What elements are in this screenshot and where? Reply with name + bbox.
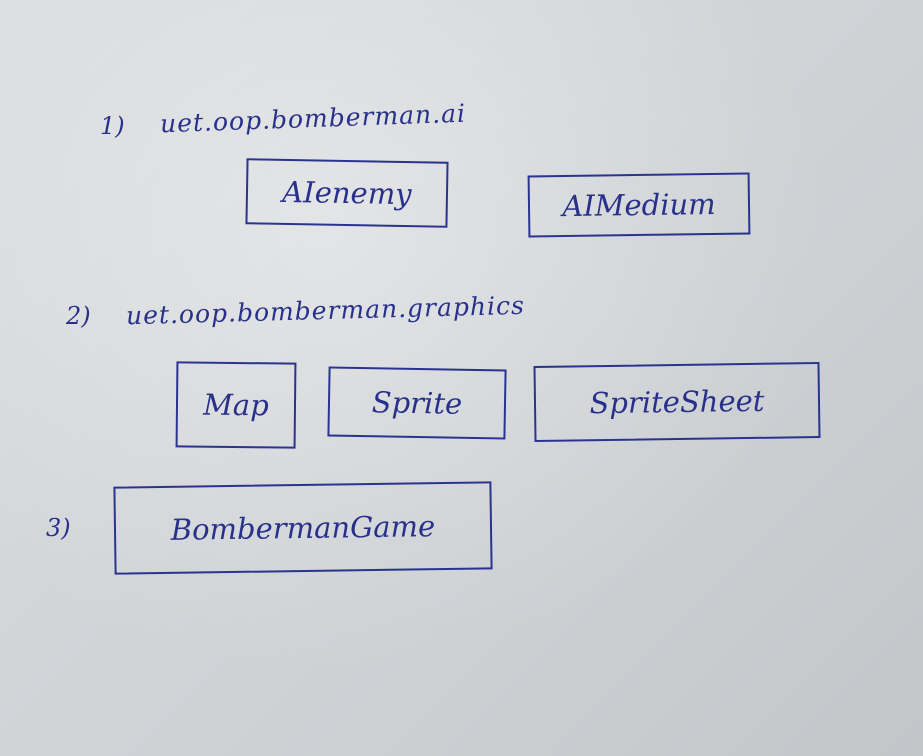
- class-box-bombermangame: BombermanGame: [113, 481, 493, 575]
- class-box-aienemy: AIenemy: [245, 158, 449, 228]
- class-name: AIMedium: [562, 186, 716, 224]
- class-box-map: Map: [175, 361, 297, 449]
- class-name: SpriteSheet: [589, 383, 765, 421]
- class-name: BombermanGame: [170, 509, 436, 547]
- package-name: uet.oop.bomberman.ai: [159, 98, 467, 139]
- class-name: Sprite: [371, 385, 463, 421]
- class-box-spritesheet: SpriteSheet: [533, 362, 821, 442]
- class-box-sprite: Sprite: [327, 366, 507, 440]
- section-marker: 1): [100, 112, 125, 140]
- class-box-aimedium: AIMedium: [527, 172, 751, 238]
- section-marker: 3): [46, 514, 71, 542]
- package-name: uet.oop.bomberman.graphics: [125, 290, 526, 331]
- class-name: Map: [203, 387, 269, 423]
- class-name: AIenemy: [282, 174, 412, 212]
- section-marker: 2): [66, 302, 91, 330]
